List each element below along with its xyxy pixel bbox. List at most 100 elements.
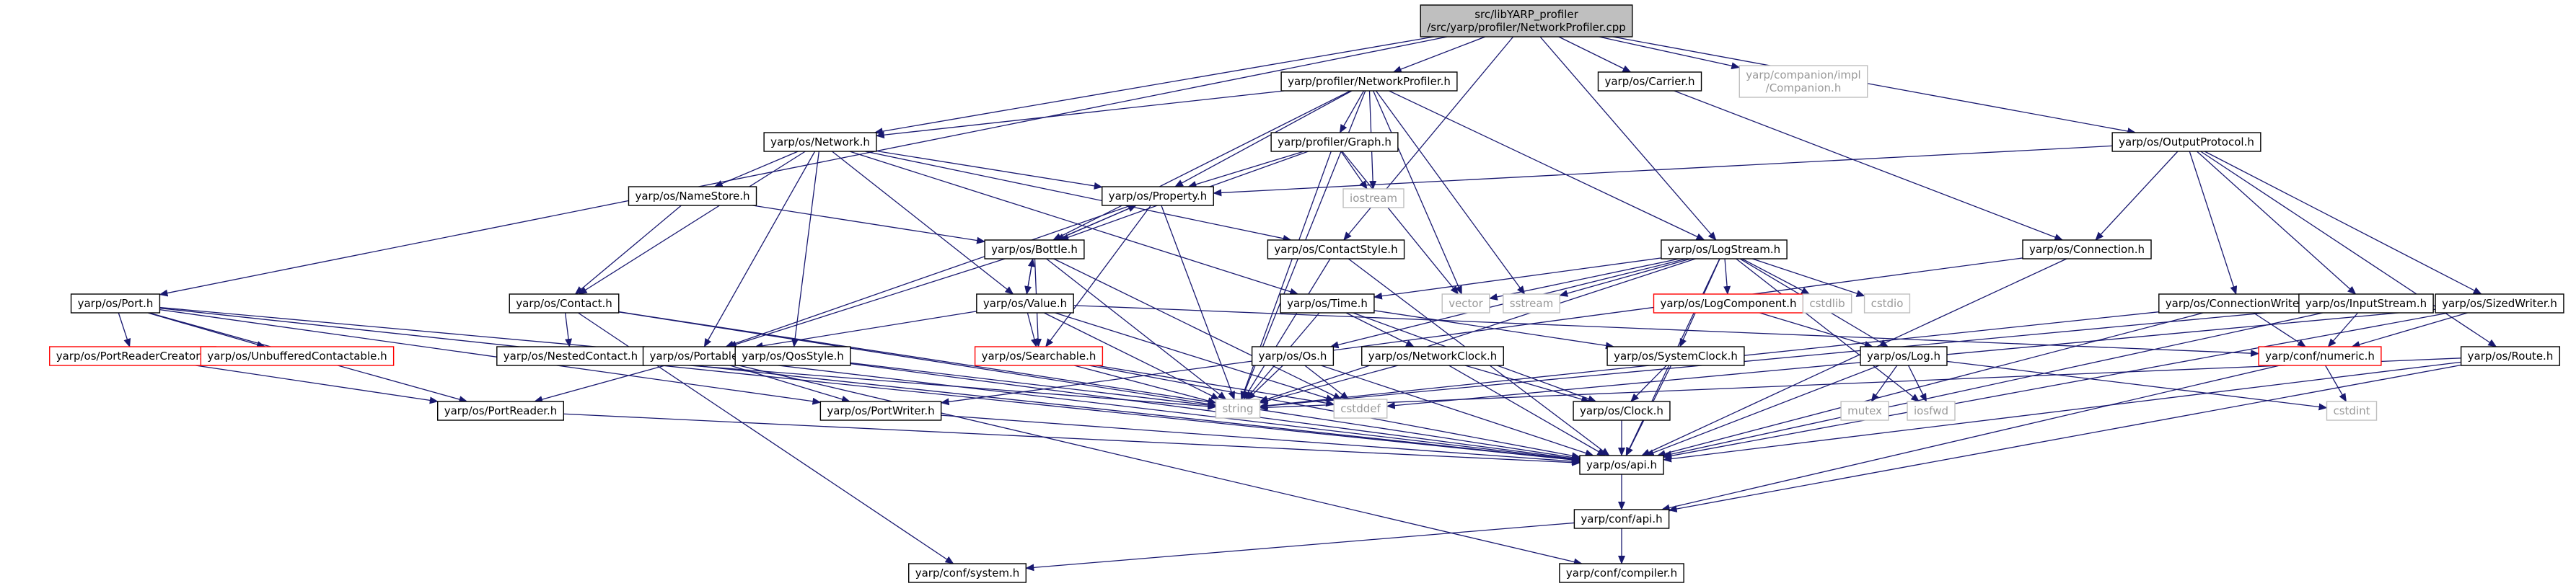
node-carrier[interactable]: yarp/os/Carrier.h xyxy=(1597,71,1702,92)
node-iosfwd[interactable]: iosfwd xyxy=(1907,401,1956,421)
node-logstream[interactable]: yarp/os/LogStream.h xyxy=(1661,239,1788,259)
node-label: yarp/os/SizedWriter.h xyxy=(2442,297,2557,310)
node-box xyxy=(819,401,942,421)
edge-bottle-to-property xyxy=(1055,205,1137,241)
node-label: yarp/os/Carrier.h xyxy=(1604,75,1694,88)
edge-graph-to-string xyxy=(1240,151,1332,400)
node-vector[interactable]: vector xyxy=(1441,293,1490,314)
node-networkclock[interactable]: yarp/os/NetworkClock.h xyxy=(1361,346,1504,366)
edge-network-to-time xyxy=(849,151,1299,296)
node-box xyxy=(1860,346,1948,366)
edge-network-to-portable xyxy=(703,151,816,347)
edge-portable-to-portwriter xyxy=(729,365,850,403)
node-box xyxy=(976,293,1074,314)
node-namestore[interactable]: yarp/os/NameStore.h xyxy=(628,186,757,206)
edge-port-to-portreadercreator xyxy=(118,312,131,347)
node-systemclock[interactable]: yarp/os/SystemClock.h xyxy=(1606,346,1745,366)
edge-contact-to-string xyxy=(618,311,1217,408)
edge-bottle-to-cstddef xyxy=(1053,258,1342,400)
edge-root-to-logstream xyxy=(1539,36,1717,241)
edge-os-to-api xyxy=(1321,365,1594,457)
node-label: cstdlib xyxy=(1809,297,1845,310)
node-outputprotocol[interactable]: yarp/os/OutputProtocol.h xyxy=(2111,132,2261,152)
node-graph[interactable]: yarp/profiler/Graph.h xyxy=(1270,132,1399,152)
edge-graph-to-property xyxy=(1187,151,1304,188)
node-bottle[interactable]: yarp/os/Bottle.h xyxy=(984,239,1085,259)
edge-netprofiler-to-sstream xyxy=(1375,90,1526,295)
node-label: yarp/os/UnbufferedContactable.h xyxy=(207,350,387,363)
edge-os-to-cstddef xyxy=(1304,365,1350,400)
node-clock[interactable]: yarp/os/Clock.h xyxy=(1573,401,1671,421)
node-label: yarp/os/SystemClock.h xyxy=(1614,350,1738,363)
node-connectionwriter[interactable]: yarp/os/ConnectionWriter.h xyxy=(2158,293,2320,314)
node-port[interactable]: yarp/os/Port.h xyxy=(70,293,161,314)
edge-networkclock-to-string xyxy=(1259,365,1399,404)
node-logcomponent[interactable]: yarp/os/LogComponent.h xyxy=(1653,293,1804,314)
node-root[interactable]: src/libYARP_profiler/src/yarp/profiler/N… xyxy=(1420,4,1633,37)
node-qosstyle[interactable]: yarp/os/QosStyle.h xyxy=(734,346,851,366)
node-inputstream[interactable]: yarp/os/InputStream.h xyxy=(2298,293,2434,314)
edge-sizedwriter-to-numeric xyxy=(2351,312,2468,348)
node-nestedcontact[interactable]: yarp/os/NestedContact.h xyxy=(496,346,645,366)
edge-port-to-portwriter xyxy=(159,308,822,405)
node-label: yarp/profiler/NetworkProfiler.h xyxy=(1288,75,1451,88)
node-iostream[interactable]: iostream xyxy=(1342,188,1405,208)
node-cstddef[interactable]: cstddef xyxy=(1333,399,1388,419)
node-os[interactable]: yarp/os/Os.h xyxy=(1251,346,1335,366)
node-companion[interactable]: yarp/companion/impl/Companion.h xyxy=(1738,65,1868,98)
node-time[interactable]: yarp/os/Time.h xyxy=(1280,293,1375,314)
edge-time-to-systemclock xyxy=(1373,310,1614,350)
node-box xyxy=(1503,293,1560,314)
edge-log-to-api xyxy=(1645,365,1880,456)
node-label: yarp/os/NestedContact.h xyxy=(504,350,638,363)
edge-systemclock-to-clock xyxy=(1630,365,1667,402)
edge-networkclock-to-clock xyxy=(1464,365,1591,403)
edge-value-to-string xyxy=(1043,312,1220,400)
node-mutex[interactable]: mutex xyxy=(1840,401,1889,421)
node-label: yarp/os/api.h xyxy=(1586,458,1657,471)
node-property[interactable]: yarp/os/Property.h xyxy=(1102,186,1214,206)
node-box xyxy=(1606,346,1745,366)
node-label: yarp/os/OutputProtocol.h xyxy=(2119,136,2254,148)
edge-port-to-unbuffered xyxy=(147,312,266,348)
node-compiler[interactable]: yarp/conf/compiler.h xyxy=(1559,563,1684,583)
node-cstdint[interactable]: cstdint xyxy=(2326,401,2378,421)
node-box xyxy=(496,346,645,366)
node-log[interactable]: yarp/os/Log.h xyxy=(1860,346,1948,366)
node-box xyxy=(70,293,161,314)
node-portreader[interactable]: yarp/os/PortReader.h xyxy=(437,401,564,421)
node-contactstyle[interactable]: yarp/os/ContactStyle.h xyxy=(1267,239,1405,259)
node-label: yarp/os/LogComponent.h xyxy=(1660,297,1796,310)
node-sstream[interactable]: sstream xyxy=(1503,293,1560,314)
node-route[interactable]: yarp/os/Route.h xyxy=(2460,346,2561,366)
node-netprofiler[interactable]: yarp/profiler/NetworkProfiler.h xyxy=(1280,71,1458,92)
edge-portwriter-to-api xyxy=(941,414,1581,465)
node-searchable[interactable]: yarp/os/Searchable.h xyxy=(974,346,1104,366)
node-label: yarp/os/Route.h xyxy=(2468,350,2554,363)
node-connection[interactable]: yarp/os/Connection.h xyxy=(2022,239,2152,259)
edge-namestore-to-bottle xyxy=(752,205,986,244)
edge-netprofiler-to-graph xyxy=(1339,90,1365,133)
node-label: yarp/os/PortReader.h xyxy=(444,404,558,417)
node-cstdlib[interactable]: cstdlib xyxy=(1802,293,1852,314)
edge-netprofiler-to-logstream xyxy=(1389,90,1705,241)
node-value[interactable]: yarp/os/Value.h xyxy=(976,293,1074,314)
edge-port-to-portable xyxy=(159,306,644,354)
node-box xyxy=(1661,239,1788,259)
node-api[interactable]: yarp/os/api.h xyxy=(1579,455,1664,475)
node-portreadercreator[interactable]: yarp/os/PortReaderCreator.h xyxy=(49,346,216,366)
edge-portreadercreator-to-portreader xyxy=(195,365,439,404)
node-network[interactable]: yarp/os/Network.h xyxy=(763,132,877,152)
node-confapi[interactable]: yarp/conf/api.h xyxy=(1573,509,1670,529)
node-unbuffered[interactable]: yarp/os/UnbufferedContactable.h xyxy=(200,346,395,366)
node-label: yarp/companion/impl xyxy=(1746,68,1860,81)
node-sizedwriter[interactable]: yarp/os/SizedWriter.h xyxy=(2435,293,2564,314)
node-numeric[interactable]: yarp/conf/numeric.h xyxy=(2258,346,2382,366)
node-portwriter[interactable]: yarp/os/PortWriter.h xyxy=(819,401,942,421)
node-string[interactable]: string xyxy=(1215,399,1261,419)
node-contact[interactable]: yarp/os/Contact.h xyxy=(509,293,620,314)
node-cstdio[interactable]: cstdio xyxy=(1863,293,1911,314)
node-system[interactable]: yarp/conf/system.h xyxy=(908,563,1027,583)
edge-inputstream-to-string xyxy=(1259,309,2299,410)
edge-connectionwriter-to-numeric xyxy=(2253,312,2306,347)
